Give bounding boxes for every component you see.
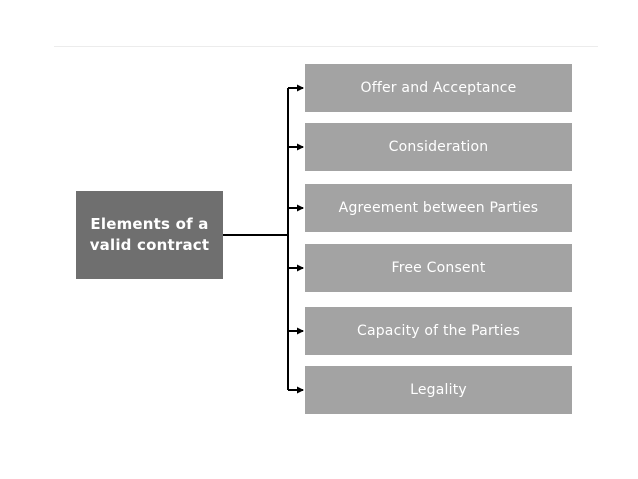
element-label: Agreement between Parties <box>338 200 539 216</box>
element-label: Legality <box>410 382 467 398</box>
header-divider <box>54 46 598 47</box>
element-label: Offer and Acceptance <box>360 80 517 96</box>
element-label: Consideration <box>388 139 489 155</box>
element-node-legality: Legality <box>305 366 572 414</box>
element-node-offer-acceptance: Offer and Acceptance <box>305 64 572 112</box>
element-label: Capacity of the Parties <box>356 323 521 339</box>
element-node-capacity: Capacity of the Parties <box>305 307 572 355</box>
root-label-line: Elements of a <box>90 215 209 233</box>
element-label: Free Consent <box>391 260 486 276</box>
element-node-agreement: Agreement between Parties <box>305 184 572 232</box>
element-node-free-consent: Free Consent <box>305 244 572 292</box>
root-node: Elements of a valid contract <box>76 191 223 279</box>
root-label-line: valid contract <box>89 236 210 254</box>
element-node-consideration: Consideration <box>305 123 572 171</box>
